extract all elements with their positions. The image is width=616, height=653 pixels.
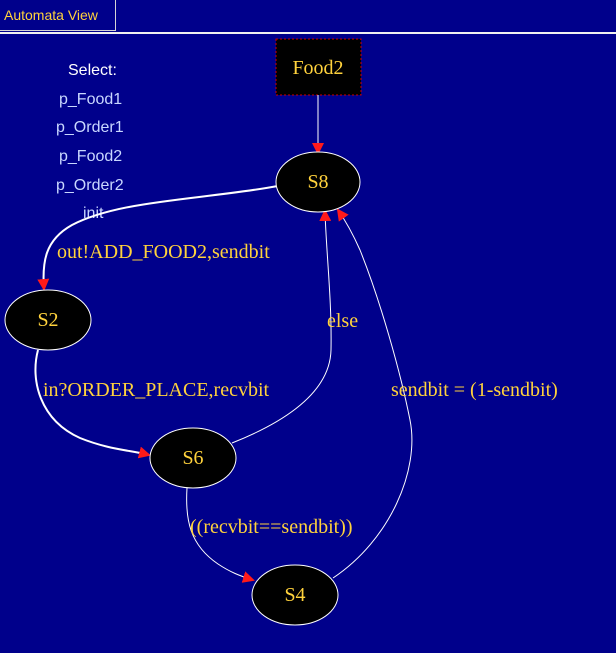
state-s4-label: S4: [284, 584, 305, 606]
state-s4[interactable]: [251, 564, 339, 626]
edge-s8-to-s2: [37, 185, 279, 291]
edge-label-s6-s4: ((recvbit==sendbit)): [190, 516, 353, 538]
start-box[interactable]: [275, 38, 362, 96]
edge-s6-to-s8: [231, 209, 332, 444]
state-s6-label: S6: [182, 447, 203, 469]
select-item-p-order1[interactable]: p_Order1: [56, 119, 124, 136]
edge-label-s8-s2: out!ADD_FOOD2,sendbit: [57, 241, 270, 263]
select-item-p-food1[interactable]: p_Food1: [59, 91, 123, 108]
tab-divider: [0, 32, 616, 34]
state-s2-label: S2: [37, 309, 58, 331]
edge-label-s6-s8: else: [327, 310, 358, 332]
state-s2[interactable]: [4, 289, 92, 351]
state-s8[interactable]: [275, 151, 361, 213]
automata-view-tab[interactable]: Automata View: [0, 0, 116, 31]
state-s8-label: S8: [307, 171, 328, 193]
select-item-p-order2[interactable]: p_Order2: [56, 177, 124, 194]
select-panel-title: Select:: [68, 62, 117, 79]
edge-label-s4-s8: sendbit = (1-sendbit): [391, 379, 558, 401]
edge-s6-to-s4: [186, 487, 255, 583]
state-s6[interactable]: [149, 427, 237, 489]
start-box-label: Food2: [292, 57, 343, 79]
select-item-p-food2[interactable]: p_Food2: [59, 148, 123, 165]
edge-label-s2-s6: in?ORDER_PLACE,recvbit: [43, 379, 270, 401]
edge-s4-to-s8: [332, 208, 413, 579]
edge-s2-to-s6: [34, 349, 151, 459]
